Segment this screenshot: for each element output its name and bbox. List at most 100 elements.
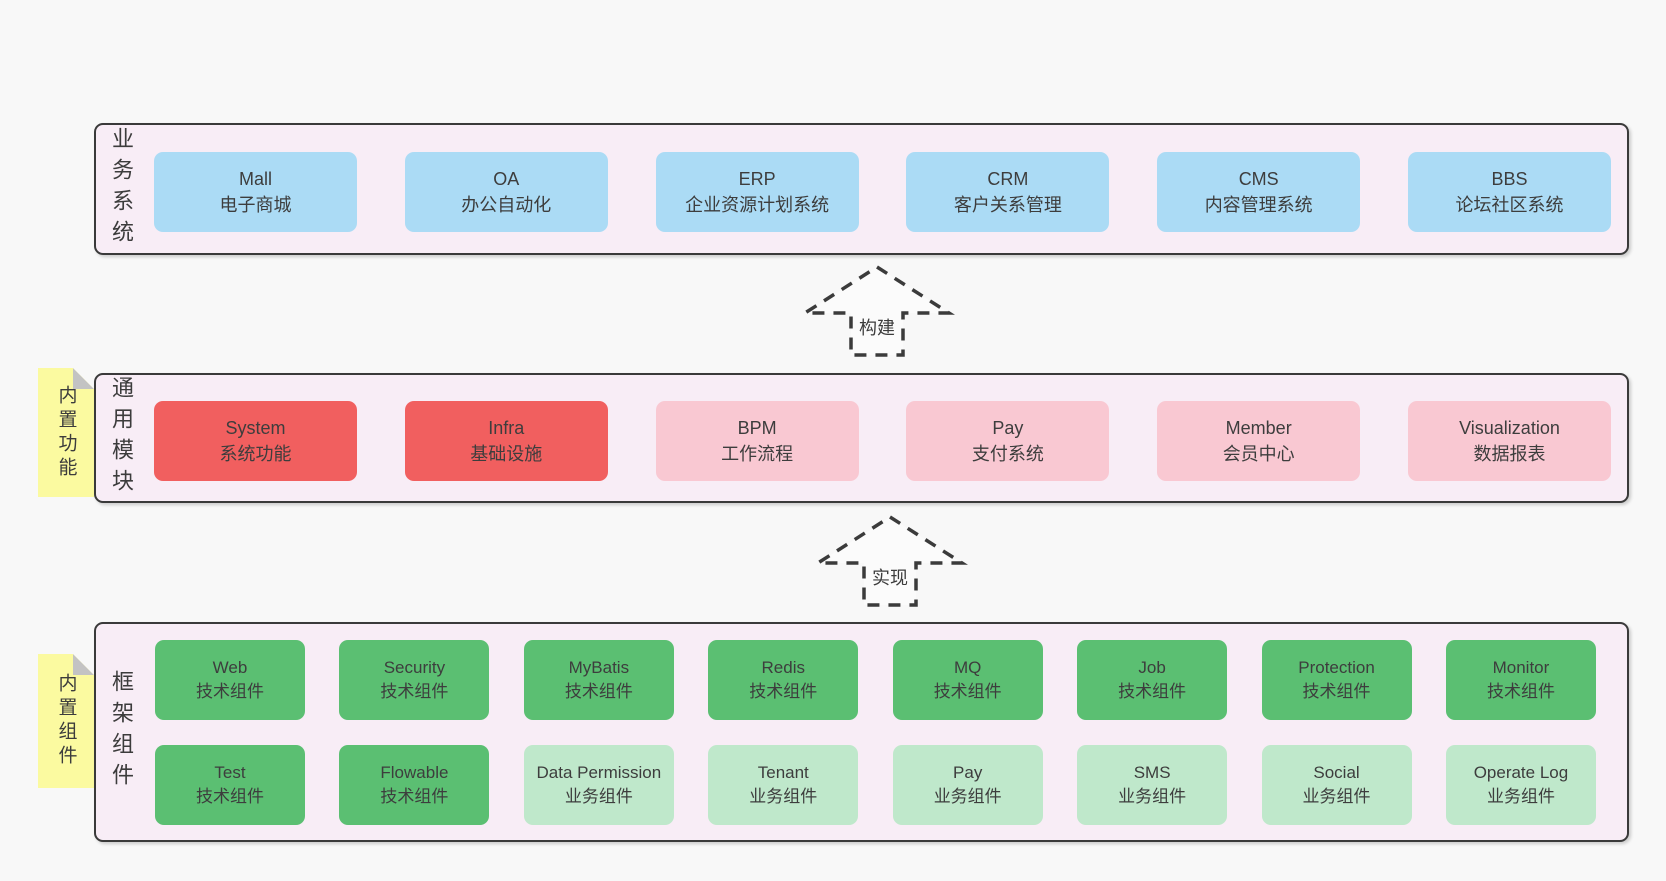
box-name: Web xyxy=(212,658,248,678)
box-desc: 支付系统 xyxy=(971,444,1044,464)
box-monitor: Monitor 技术组件 xyxy=(1445,640,1596,720)
box-desc: 技术组件 xyxy=(380,787,449,806)
box-name: ERP xyxy=(738,168,776,189)
box-oa: OA 办公自动化 xyxy=(404,152,608,232)
layer-title: 框架组件 xyxy=(109,670,134,794)
box-erp: ERP 企业资源计划系统 xyxy=(655,152,859,232)
box-desc: 工作流程 xyxy=(721,444,794,464)
box-security: Security 技术组件 xyxy=(339,640,490,720)
sticky-fold-corner xyxy=(73,368,94,389)
business-systems-row: Mall 电子商城 OA 办公自动化 ERP 企业资源计划系统 CRM 客户关系… xyxy=(154,152,1611,232)
box-web: Web 技术组件 xyxy=(155,640,305,720)
box-operate-log: Operate Log 业务组件 xyxy=(1445,745,1596,825)
box-member: Member 会员中心 xyxy=(1157,401,1361,481)
up-arrow-icon xyxy=(799,264,955,357)
box-sms: SMS 业务组件 xyxy=(1077,745,1228,825)
box-protection: Protection 技术组件 xyxy=(1261,640,1412,720)
box-name: Data Permission xyxy=(536,763,662,783)
box-system: System 系统功能 xyxy=(154,401,357,481)
box-mq: MQ 技术组件 xyxy=(892,640,1043,720)
layer-common-modules: 通用模块 System 系统功能 Infra 基础设施 BPM 工作流程 Pay… xyxy=(94,373,1629,503)
box-name: OA xyxy=(493,168,520,189)
box-desc: 内容管理系统 xyxy=(1204,195,1313,215)
box-desc: 技术组件 xyxy=(196,682,264,701)
box-name: Test xyxy=(214,763,246,783)
box-desc: 技术组件 xyxy=(933,682,1002,701)
box-desc: 业务组件 xyxy=(1302,787,1371,806)
box-name: BBS xyxy=(1491,168,1528,189)
box-name: Tenant xyxy=(757,763,809,783)
sticky-note-built-in-features: 内置功能 xyxy=(38,368,94,497)
box-infra: Infra 基础设施 xyxy=(404,401,608,481)
box-desc: 会员中心 xyxy=(1222,444,1295,464)
box-mall: Mall 电子商城 xyxy=(154,152,357,232)
box-name: BPM xyxy=(737,417,777,438)
box-desc: 数据报表 xyxy=(1473,444,1546,464)
box-name: SMS xyxy=(1133,763,1171,783)
box-flowable: Flowable 技术组件 xyxy=(339,745,490,825)
sticky-fold-corner xyxy=(73,654,94,675)
layer-title: 业务系统 xyxy=(109,127,134,251)
box-name: Flowable xyxy=(380,763,449,783)
box-cms: CMS 内容管理系统 xyxy=(1157,152,1361,232)
box-tenant: Tenant 业务组件 xyxy=(708,745,859,825)
box-name: Security xyxy=(383,658,446,678)
box-name: System xyxy=(225,417,286,438)
layer-business-systems: 业务系统 Mall 电子商城 OA 办公自动化 ERP 企业资源计划系统 CRM… xyxy=(94,123,1629,255)
box-desc: 技术组件 xyxy=(749,682,818,701)
implement-arrow: 实现 xyxy=(805,513,975,609)
box-redis: Redis 技术组件 xyxy=(708,640,859,720)
box-pay-system: Pay 支付系统 xyxy=(906,401,1110,481)
box-test: Test 技术组件 xyxy=(155,745,305,825)
box-desc: 论坛社区系统 xyxy=(1455,195,1564,215)
box-name: CMS xyxy=(1238,168,1279,189)
sticky-note-label: 内置组件 xyxy=(55,673,77,769)
box-name: Operate Log xyxy=(1473,763,1569,783)
box-desc: 技术组件 xyxy=(196,787,264,806)
layer-framework-components: 框架组件 Web 技术组件 Security 技术组件 MyBatis 技术组件… xyxy=(94,622,1629,842)
box-name: Infra xyxy=(488,417,525,438)
sticky-note-built-in-components: 内置组件 xyxy=(38,654,94,788)
common-modules-row: System 系统功能 Infra 基础设施 BPM 工作流程 Pay 支付系统… xyxy=(154,401,1611,481)
box-name: Protection xyxy=(1298,658,1375,678)
box-desc: 业务组件 xyxy=(564,787,633,806)
framework-components-row-1: Web 技术组件 Security 技术组件 MyBatis 技术组件 Redi… xyxy=(155,640,1596,720)
box-desc: 系统功能 xyxy=(219,444,292,464)
build-arrow: 构建 xyxy=(792,263,962,359)
layer-title: 通用模块 xyxy=(109,376,134,500)
box-name: Monitor xyxy=(1492,658,1550,678)
box-name: Member xyxy=(1225,417,1292,438)
sticky-note-label: 内置功能 xyxy=(55,384,77,481)
box-visualization: Visualization 数据报表 xyxy=(1407,401,1611,481)
box-desc: 办公自动化 xyxy=(461,195,552,215)
box-desc: 技术组件 xyxy=(1118,682,1187,701)
box-name: Mall xyxy=(238,168,272,189)
box-name: CRM xyxy=(987,168,1029,189)
box-data-permission: Data Permission 业务组件 xyxy=(523,745,674,825)
box-job: Job 技术组件 xyxy=(1077,640,1228,720)
box-desc: 业务组件 xyxy=(1486,787,1555,806)
framework-components-row-2: Test 技术组件 Flowable 技术组件 Data Permission … xyxy=(155,745,1596,825)
box-name: Redis xyxy=(761,658,805,678)
box-desc: 技术组件 xyxy=(1302,682,1371,701)
box-desc: 企业资源计划系统 xyxy=(685,195,830,215)
box-bbs: BBS 论坛社区系统 xyxy=(1407,152,1611,232)
box-name: Visualization xyxy=(1459,417,1560,438)
box-name: MQ xyxy=(953,658,982,678)
box-desc: 业务组件 xyxy=(749,787,818,806)
box-crm: CRM 客户关系管理 xyxy=(906,152,1110,232)
box-desc: 电子商城 xyxy=(219,195,292,215)
box-desc: 业务组件 xyxy=(1118,787,1187,806)
box-name: Social xyxy=(1313,763,1360,783)
box-social: Social 业务组件 xyxy=(1261,745,1412,825)
box-desc: 技术组件 xyxy=(1486,682,1555,701)
up-arrow-icon xyxy=(812,514,968,607)
box-name: Pay xyxy=(953,763,983,783)
box-name: MyBatis xyxy=(568,658,630,678)
box-desc: 技术组件 xyxy=(564,682,633,701)
box-name: Pay xyxy=(992,417,1024,438)
box-desc: 业务组件 xyxy=(933,787,1002,806)
box-bpm: BPM 工作流程 xyxy=(655,401,859,481)
box-pay-component: Pay 业务组件 xyxy=(892,745,1043,825)
